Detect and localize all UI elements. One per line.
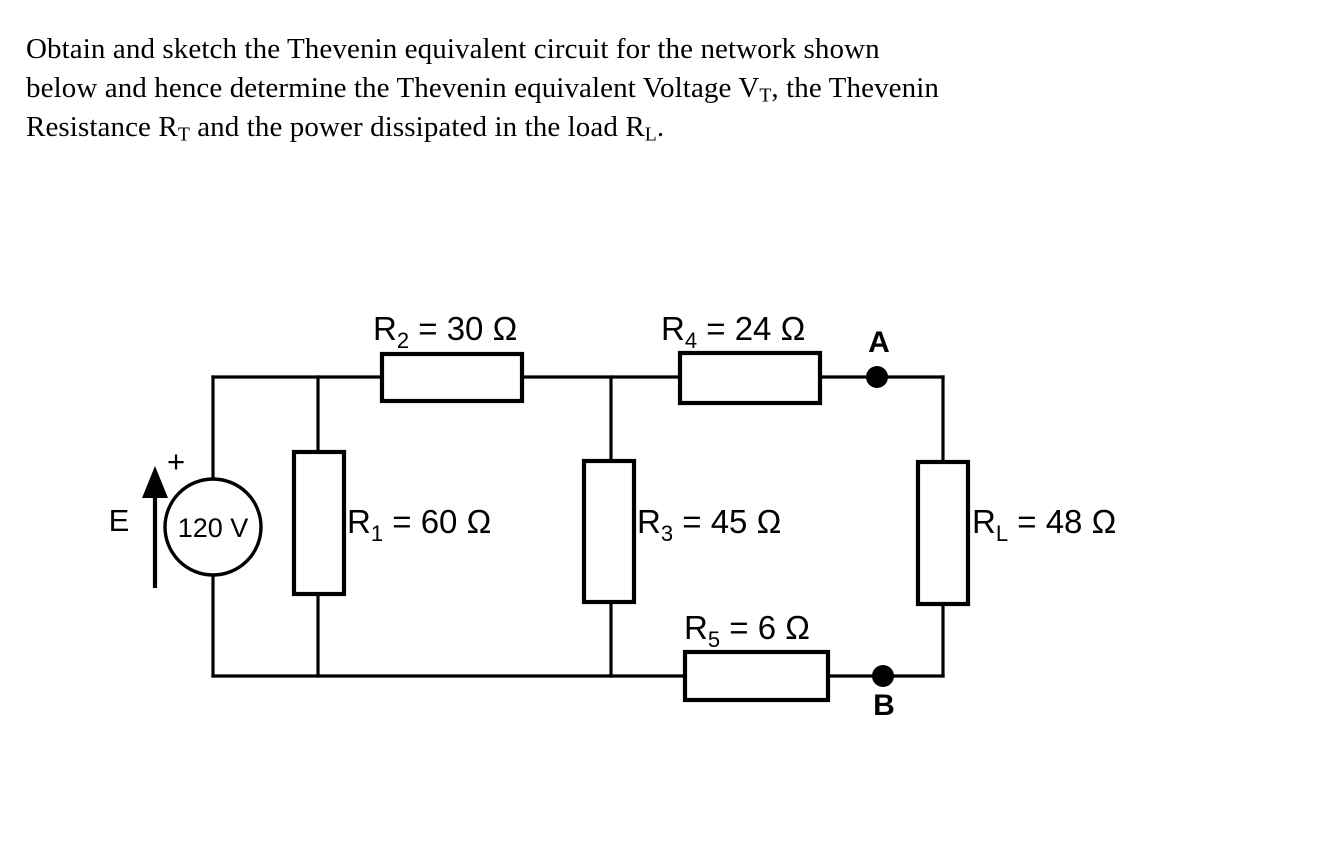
r4-eq: = bbox=[697, 310, 735, 347]
r3-value: 45 bbox=[711, 503, 748, 540]
polarity-plus-label: + bbox=[167, 444, 185, 479]
r2-unit bbox=[483, 310, 492, 347]
r3-name: R bbox=[637, 503, 661, 540]
question-line-3-part-b: and the power dissipated in the load R bbox=[189, 111, 645, 144]
voltage-source-value: 120 V bbox=[178, 513, 249, 543]
r1-unit-glyph: Ω bbox=[467, 503, 492, 540]
r2-name: R bbox=[373, 310, 397, 347]
terminal-a-label: A bbox=[868, 326, 890, 359]
emf-arrow-head bbox=[142, 466, 168, 498]
rl-sub: L bbox=[996, 521, 1008, 546]
resistor-r5-body bbox=[682, 649, 831, 703]
r2-unit-glyph: Ω bbox=[493, 310, 518, 347]
r5-name: R bbox=[684, 609, 708, 646]
r5-sub: 5 bbox=[708, 627, 720, 652]
r4-value: 24 bbox=[735, 310, 772, 347]
rl-eq: = bbox=[1008, 503, 1046, 540]
resistor-r2-body bbox=[379, 351, 525, 404]
resistor-r2-label: R2 = 30 Ω bbox=[373, 310, 517, 353]
r1-name: R bbox=[347, 503, 371, 540]
r1-sub: 1 bbox=[371, 521, 383, 546]
question-line-1: Obtain and sketch the Thevenin equivalen… bbox=[26, 33, 880, 65]
resistor-rl-label: RL = 48 Ω bbox=[972, 503, 1116, 546]
r5-value: 6 bbox=[758, 609, 776, 646]
r2-eq: = bbox=[409, 310, 447, 347]
r4-unit-glyph: Ω bbox=[781, 310, 806, 347]
r3-sub: 3 bbox=[661, 521, 673, 546]
r1-unit bbox=[457, 503, 466, 540]
terminal-a-dot bbox=[866, 366, 888, 388]
resistor-r1-body bbox=[291, 449, 347, 597]
r2-value: 30 bbox=[447, 310, 484, 347]
resistor-r4-label: R4 = 24 Ω bbox=[661, 310, 805, 353]
terminal-b-dot bbox=[872, 665, 894, 687]
resistor-rl-body bbox=[915, 459, 971, 607]
rt-subscript: T bbox=[177, 123, 190, 146]
question-line-3-part-a: Resistance R bbox=[26, 111, 178, 144]
vt-subscript: T bbox=[759, 83, 772, 106]
rl-name: R bbox=[972, 503, 996, 540]
r3-unit bbox=[747, 503, 756, 540]
r3-unit-glyph: Ω bbox=[757, 503, 782, 540]
question-line-2-part-b: , the Thevenin bbox=[771, 71, 939, 104]
r3-eq: = bbox=[673, 503, 711, 540]
r5-unit-glyph: Ω bbox=[785, 609, 810, 646]
resistor-r5-label: R5 = 6 Ω bbox=[684, 609, 810, 652]
r5-eq: = bbox=[720, 609, 758, 646]
rl-unit bbox=[1082, 503, 1091, 540]
r4-sub: 4 bbox=[685, 328, 697, 353]
r4-name: R bbox=[661, 310, 685, 347]
rl-unit-glyph: Ω bbox=[1092, 503, 1117, 540]
r2-sub: 2 bbox=[397, 328, 409, 353]
question-line-3-part-c: . bbox=[656, 111, 665, 144]
voltage-source-symbol bbox=[163, 477, 263, 577]
r4-unit bbox=[771, 310, 780, 347]
r1-eq: = bbox=[383, 503, 421, 540]
question-statement: Obtain and sketch the Thevenin equivalen… bbox=[26, 30, 1276, 148]
terminal-b-label: B bbox=[873, 689, 895, 722]
resistor-r3-body bbox=[581, 458, 637, 605]
question-line-2-part-a: below and hence determine the Thevenin e… bbox=[26, 71, 760, 104]
resistor-r1-label: R1 = 60 Ω bbox=[347, 503, 491, 546]
resistor-r4-body bbox=[677, 350, 823, 406]
emf-label: E bbox=[109, 503, 130, 538]
rl-subscript: L bbox=[644, 123, 657, 146]
r1-value: 60 bbox=[421, 503, 458, 540]
resistor-r3-label: R3 = 45 Ω bbox=[637, 503, 781, 546]
r5-unit bbox=[776, 609, 785, 646]
rl-value: 48 bbox=[1046, 503, 1083, 540]
